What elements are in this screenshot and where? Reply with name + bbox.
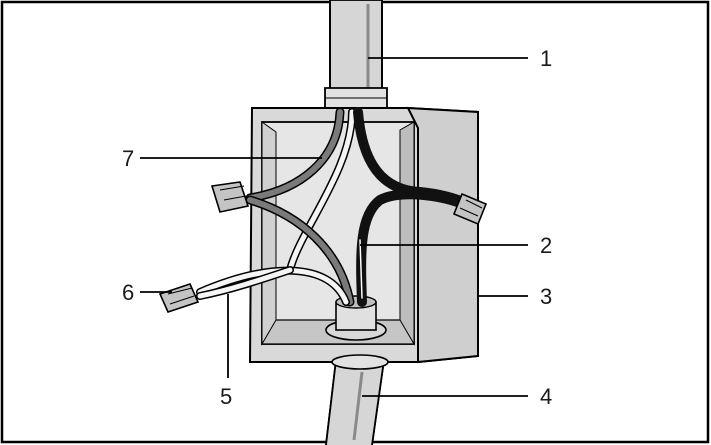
callout-1: 1: [540, 46, 552, 71]
callout-7: 7: [122, 146, 134, 171]
callout-2: 2: [540, 233, 552, 258]
callout-labels: 1 2 3 4 5 6 7: [122, 46, 552, 409]
wire-nut-right: [452, 192, 488, 226]
bottom-conduit: [325, 354, 389, 445]
wires: [196, 107, 473, 307]
callout-3: 3: [540, 284, 552, 309]
top-conduit: [324, 0, 388, 113]
wire-nut-lower-left: [158, 283, 200, 313]
bottom-connector: [325, 295, 387, 341]
callout-6: 6: [122, 280, 134, 305]
callout-5: 5: [220, 384, 232, 409]
leader-lines: [140, 57, 528, 397]
wire-nut-left: [210, 181, 250, 213]
callout-4: 4: [540, 384, 552, 409]
